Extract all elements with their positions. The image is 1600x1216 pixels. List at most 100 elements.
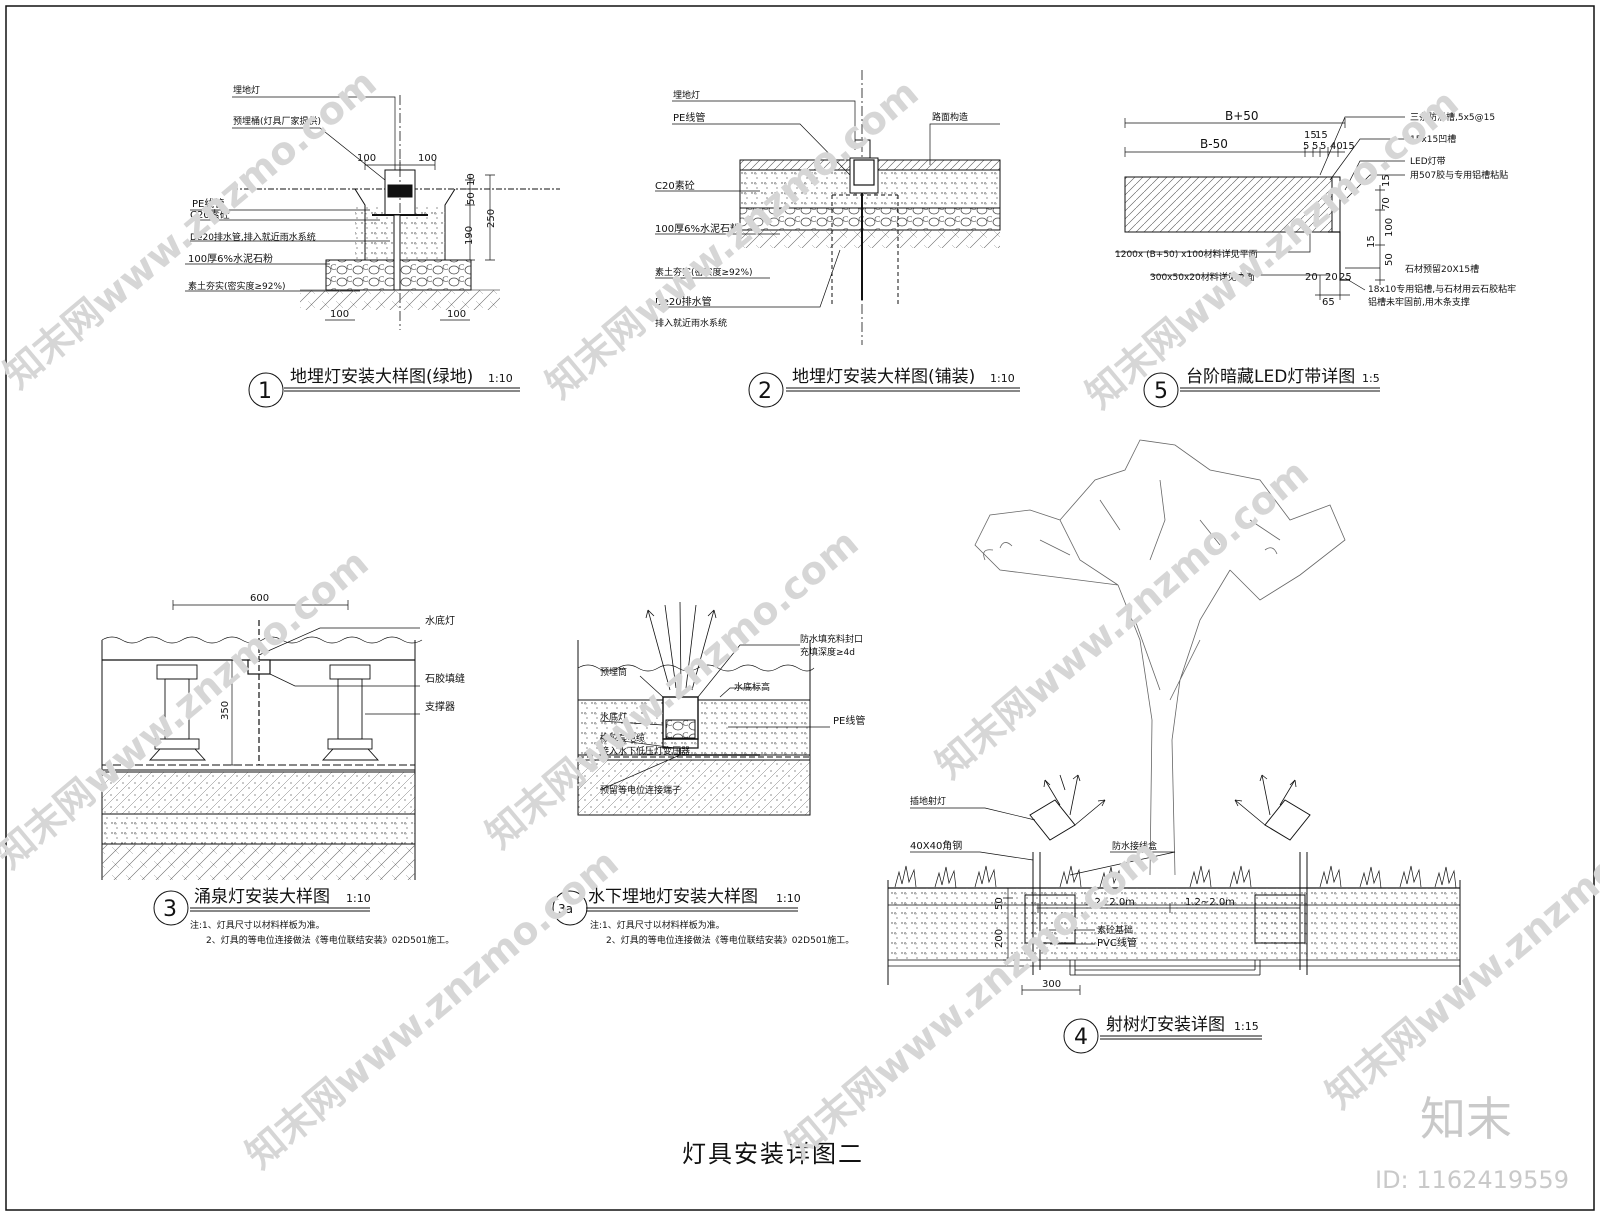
d5-dim-1: B-50 <box>1200 137 1228 151</box>
detail-3-title: 涌泉灯安装大样图 <box>194 887 330 907</box>
d5-dim-5: 5 <box>1312 141 1318 152</box>
detail-2-number-circle <box>748 372 784 408</box>
d4-dim-1: 50 <box>994 897 1005 910</box>
d3a-label-6: 橡胶套电缆 <box>600 732 645 744</box>
detail-4-number: 4 <box>1074 1025 1088 1050</box>
detail-5-number: 5 <box>1154 379 1168 404</box>
d3-dim-0: 600 <box>250 593 269 604</box>
d3a-note-0: 注:1、灯具尺寸以材料样板为准。 <box>590 919 725 931</box>
d1-label-0: 埋地灯 <box>233 84 260 96</box>
d3-note-0: 注:1、灯具尺寸以材料样板为准。 <box>190 919 325 931</box>
detail-2-title: 地埋灯安装大样图(铺装) <box>792 367 975 387</box>
d1-dim-0: 100 <box>357 153 376 164</box>
d1-label-4: De20排水管,排入就近雨水系统 <box>190 231 316 243</box>
d5-dim-14: 20 <box>1305 272 1318 283</box>
detail-4-title: 射树灯安装详图 <box>1106 1015 1225 1035</box>
detail-1-drawing <box>185 95 560 330</box>
sheet-border <box>5 5 1595 1211</box>
d5-dim-17: 65 <box>1322 297 1335 308</box>
detail-3-text: 600 350 水底灯 石胶填缝 支撑器 3 涌泉灯安装大样图 1:10 注:1… <box>153 593 465 946</box>
d4-label-2: 防水接线盒 <box>1112 840 1157 852</box>
d2-label-0: 埋地灯 <box>673 89 700 101</box>
d3a-label-5: PE线管 <box>833 714 865 727</box>
d5-dim-7: 40 <box>1330 141 1343 152</box>
detail-2-scale: 1:10 <box>990 372 1015 385</box>
d5-dim-6: 5 <box>1320 141 1326 152</box>
d5-dim-0: B+50 <box>1225 109 1259 123</box>
d3a-label-4: 水底灯 <box>600 711 627 723</box>
d1-label-5: 100厚6%水泥石粉 <box>188 252 273 265</box>
d2-label-7: 排入就近雨水系统 <box>655 317 727 329</box>
d5-dim-13: 50 <box>1384 253 1395 266</box>
d1-label-2: PE线管 <box>192 197 224 210</box>
d5-dim-9: 15 <box>1381 174 1392 187</box>
detail-3-drawing <box>101 600 423 880</box>
d5-dim-3: 15 <box>1315 130 1328 141</box>
d3a-note-1: 2、灯具的等电位连接做法《等电位联结安装》02D501施工。 <box>606 934 854 946</box>
detail-2-text: 埋地灯 PE线管 路面构造 C20素砼 100厚6%水泥石粉 素土夯实(密实度≥… <box>655 89 1020 408</box>
watermark-text: 知末网www.znzmo.com <box>0 60 385 396</box>
d4-dim-3: 1.2~2.0m <box>1185 897 1235 908</box>
d5-label-2: LED灯带 <box>1410 156 1446 167</box>
d5-dim-8: 15 <box>1342 141 1355 152</box>
d5-dim-15: 20 <box>1325 272 1338 283</box>
detail-3a-title: 水下埋地灯安装大样图 <box>588 887 758 907</box>
detail-1-text: 埋地灯 预埋桶(灯具厂家提供) PE线管 C20素砼 De20排水管,排入就近雨… <box>188 84 520 408</box>
detail-5-title: 台阶暗藏LED灯带详图 <box>1186 367 1355 387</box>
detail-1-number: 1 <box>258 379 272 404</box>
d5-dim-2: 15 <box>1304 130 1317 141</box>
d3-dim-1: 350 <box>220 701 231 720</box>
d1-dim-2: 50 <box>466 192 477 205</box>
detail-3a-drawing <box>577 601 830 816</box>
d1-label-1: 预埋桶(灯具厂家提供) <box>233 115 321 127</box>
detail-3a-text: 防水填充料封口 充填深度≥4d 预埋筒 水底标高 水底灯 PE线管 橡胶套电缆 … <box>552 633 865 946</box>
d5-dim-16: 25 <box>1339 272 1352 283</box>
d5-dim-11: 100 <box>1384 218 1395 237</box>
d4-dim-0: 200 <box>994 929 1005 948</box>
detail-1-scale: 1:10 <box>488 372 513 385</box>
d3a-label-1: 充填深度≥4d <box>800 646 855 658</box>
d3a-label-2: 预埋筒 <box>600 666 627 678</box>
d4-label-3: 素砼基础 <box>1097 924 1133 936</box>
d5-label-1: 15x15凹槽 <box>1410 133 1456 145</box>
d3a-label-7: 接入水下低压灯变压器 <box>600 745 690 757</box>
d1-dim-6: 100 <box>330 309 349 320</box>
detail-3-scale: 1:10 <box>346 892 371 905</box>
d5-label-7: 18x10专用铝槽,与石材用云石胶粘牢 <box>1368 283 1516 295</box>
detail-1-number-circle <box>248 372 284 408</box>
d5-label-3: 用507胶与专用铝槽粘贴 <box>1410 169 1508 181</box>
d1-dim-4: 190 <box>464 226 475 245</box>
d5-dim-12: 15 <box>1366 235 1377 248</box>
detail-4-number-circle <box>1063 1018 1099 1054</box>
tree-outline <box>974 439 1346 876</box>
d4-label-1: 40X40角钢 <box>910 839 962 852</box>
d3a-label-0: 防水填充料封口 <box>800 633 863 645</box>
watermark-id: ID: 1162419559 <box>1375 1166 1569 1194</box>
d1-dim-5: 250 <box>486 209 497 228</box>
detail-1-title: 地埋灯安装大样图(绿地) <box>290 367 473 387</box>
watermark-text: 知末网www.znzmo.com <box>778 830 1167 1166</box>
d3-label-1: 石胶填缝 <box>425 672 465 685</box>
detail-4-drawing <box>887 439 1461 995</box>
detail-2-drawing <box>655 70 1001 345</box>
watermark-brand: 知末 <box>1420 1092 1512 1146</box>
detail-3-number-circle <box>153 890 189 926</box>
detail-5-drawing <box>1115 116 1405 300</box>
d5-dim-10: 70 <box>1381 197 1392 210</box>
detail-5-text: B+50 B-50 15 15 5 5 5 40 15 15 70 100 15… <box>1115 109 1516 408</box>
d4-label-0: 插地射灯 <box>910 795 946 807</box>
d2-label-4: 100厚6%水泥石粉 <box>655 222 740 235</box>
d2-label-5: 素土夯实(密实度≥92%) <box>655 266 753 278</box>
d2-label-6: De20排水管 <box>655 295 712 308</box>
d2-label-1: PE线管 <box>673 111 705 124</box>
detail-3a-number: 3a <box>558 902 573 916</box>
d1-label-3: C20素砼 <box>190 208 230 221</box>
d4-dim-4: 300 <box>1042 979 1061 990</box>
d1-dim-7: 100 <box>447 309 466 320</box>
d5-label-6: 石材预留20X15槽 <box>1405 263 1479 275</box>
detail-2-number: 2 <box>758 379 772 404</box>
d3-note-1: 2、灯具的等电位连接做法《等电位联结安装》02D501施工。 <box>206 934 454 946</box>
watermark-text: 知末网www.znzmo.com <box>928 450 1317 786</box>
detail-4-text: 插地射灯 40X40角钢 防水接线盒 素砼基础 PVC线管 200 50 1.2… <box>910 795 1262 1054</box>
d4-label-4: PVC线管 <box>1097 936 1137 949</box>
